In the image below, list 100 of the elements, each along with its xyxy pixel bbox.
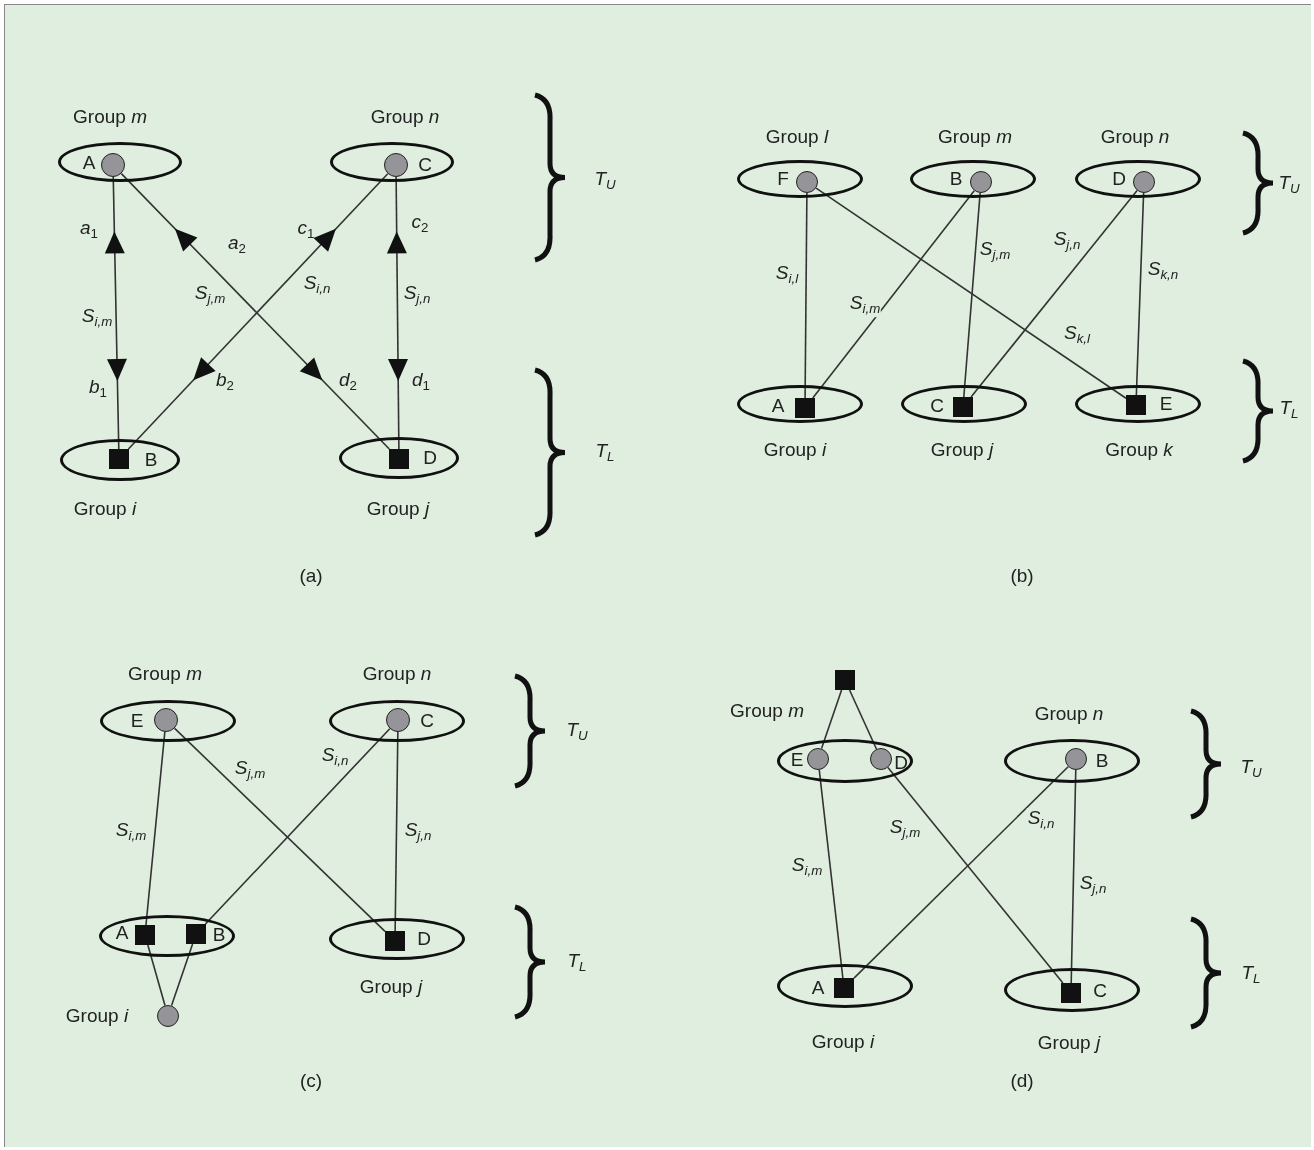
group-label: Group j	[1037, 1032, 1101, 1054]
circle-marker	[796, 171, 818, 193]
edge-label: S$_{i,n}$	[320, 745, 350, 769]
circle-marker	[154, 708, 178, 732]
connector-line	[887, 766, 1064, 984]
square-marker	[135, 925, 155, 945]
edge-label: S$_{i,m}$	[80, 306, 114, 330]
node-label: C	[930, 395, 944, 417]
connector-line	[804, 192, 808, 399]
node-label: A	[811, 977, 825, 999]
group-label: Group i	[763, 439, 827, 461]
head-label: b$_{2}$	[216, 370, 234, 394]
group-label: Group j	[930, 439, 994, 461]
circle-marker	[1065, 748, 1087, 770]
edge-label: S$_{j,n}$	[1078, 873, 1108, 897]
node-label: D	[423, 447, 437, 469]
connector-line	[815, 187, 1127, 400]
connector-line	[1135, 192, 1145, 396]
head-label: c$_{2}$	[411, 212, 429, 236]
edge-label: S$_{j,m}$	[978, 239, 1012, 263]
connector-line	[853, 765, 1069, 979]
edge-label: S$_{i,m}$	[114, 820, 148, 844]
square-marker	[1061, 983, 1081, 1003]
head-label: d$_{1}$	[412, 370, 430, 394]
node-label: E	[130, 710, 144, 732]
node-label: E	[790, 749, 804, 771]
brace-label: T$_{U}$	[1278, 173, 1300, 197]
node-label: C	[1093, 980, 1107, 1002]
node-label: A	[82, 152, 96, 174]
node-label: C	[418, 154, 432, 176]
connector-line	[963, 192, 981, 398]
group-label: Group k	[1105, 439, 1173, 461]
edge-label: S$_{j,n}$	[403, 820, 433, 844]
square-marker	[835, 670, 855, 690]
square-marker	[109, 449, 129, 469]
head-label: a$_{2}$	[228, 233, 246, 257]
edge-label: S$_{i,m}$	[790, 855, 824, 879]
node-label: B	[144, 449, 158, 471]
connector-line	[970, 189, 1138, 398]
node-label: Group i	[65, 1005, 129, 1027]
brace-label: T$_{L}$	[1241, 963, 1261, 987]
head-label: a$_{1}$	[80, 218, 98, 242]
brace-label: T$_{U}$	[594, 169, 616, 193]
connector-line	[147, 944, 166, 1007]
edge-label: S$_{j,n}$	[1052, 229, 1082, 253]
connector-line	[204, 727, 391, 925]
panel-caption: (c)	[299, 1070, 323, 1092]
connector-line	[848, 689, 878, 750]
edge-label: S$_{k,l}$	[1063, 323, 1091, 347]
circle-marker	[807, 748, 829, 770]
group-label: Group n	[1034, 703, 1104, 725]
panel-caption: (d)	[1010, 1070, 1034, 1092]
brace-label: T$_{L}$	[567, 951, 587, 975]
edge-label: S$_{j,n}$	[402, 283, 432, 307]
square-marker	[795, 398, 815, 418]
node-label: D	[894, 752, 908, 774]
connector-line	[1070, 769, 1077, 984]
node-label: D	[417, 928, 431, 950]
panel-caption: (a)	[299, 565, 323, 587]
connector-line	[170, 943, 194, 1007]
group-label: Group m	[938, 126, 1012, 148]
connector-line	[145, 731, 166, 926]
group-label: Group m	[730, 700, 804, 722]
brace-label: T$_{L}$	[595, 441, 615, 465]
edge-label: S$_{k,n}$	[1146, 259, 1180, 283]
group-label: Group m	[128, 663, 202, 685]
group-label: Group n	[1100, 126, 1170, 148]
node-label: A	[771, 395, 785, 417]
head-label: c$_{1}$	[297, 218, 315, 242]
square-marker	[834, 978, 854, 998]
node-label: E	[1159, 393, 1173, 415]
square-marker	[186, 924, 206, 944]
node-label: B	[949, 168, 963, 190]
arrow-line	[386, 176, 408, 450]
circle-marker	[101, 153, 125, 177]
group-label: Group n	[362, 663, 432, 685]
head-label: d$_{2}$	[339, 370, 357, 394]
square-marker	[1126, 395, 1146, 415]
circle-marker	[1133, 171, 1155, 193]
connector-line	[820, 689, 843, 750]
brace-label: T$_{U}$	[1240, 757, 1262, 781]
brace-label: T$_{L}$	[1279, 398, 1299, 422]
circle-marker	[157, 1005, 179, 1027]
node-label: A	[115, 922, 129, 944]
head-label: b$_{1}$	[89, 377, 107, 401]
connector-line	[173, 727, 386, 933]
group-label: Group l	[765, 126, 829, 148]
edge-label: S$_{i,m}$	[848, 293, 882, 317]
edge-label: S$_{i,n}$	[302, 273, 332, 297]
edge-label: S$_{i,l}$	[774, 263, 800, 287]
node-label: B	[1095, 750, 1109, 772]
connector-line	[394, 731, 399, 932]
square-marker	[953, 397, 973, 417]
node-label: B	[212, 924, 226, 946]
edge-label: S$_{j,m}$	[888, 817, 922, 841]
circle-marker	[970, 171, 992, 193]
connector-line	[812, 189, 976, 399]
node-label: D	[1112, 168, 1126, 190]
panel-caption: (b)	[1010, 565, 1034, 587]
square-marker	[389, 449, 409, 469]
